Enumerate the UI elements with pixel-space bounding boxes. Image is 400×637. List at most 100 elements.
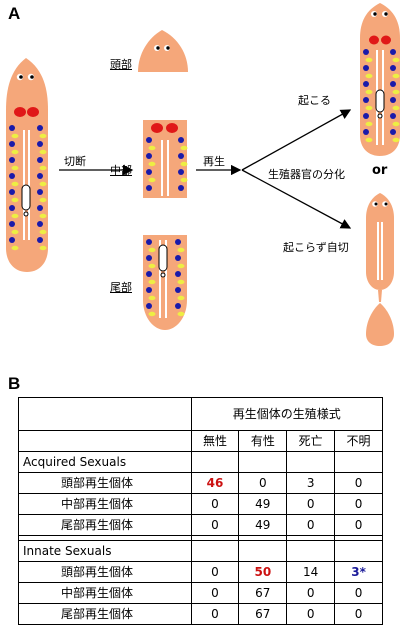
occurs-label: 起こる [298,94,331,107]
occurs-arrow [241,109,352,171]
yolk-gland-dot [39,245,47,251]
testis-dot [146,271,152,277]
yolk-gland-dot [177,311,185,317]
cell-value: 0 [286,514,336,536]
table-row: 頭部再生個体 46 0 3 0 [18,472,383,494]
yolk-gland-dot [392,73,400,79]
table-header: 再生個体の生殖様式 [190,397,384,431]
testis-dot [390,113,396,119]
or-label: or [372,163,388,178]
row-label: 頭部再生個体 [18,472,192,494]
ovary-right [27,107,39,117]
testis-dot [37,221,43,227]
testis-dot [390,49,396,55]
not-occur-arrow [241,169,352,229]
cell-value: 0 [190,493,240,515]
row-label: 中部再生個体 [18,582,192,604]
yolk-gland-dot [392,57,400,63]
table-row: 尾部再生個体 0 67 0 0 [18,603,383,625]
testis-dot [363,97,369,103]
testis-dot [37,125,43,131]
column-header: 無性 [190,430,240,452]
yolk-gland-dot [148,263,156,269]
cell-value: 46 [190,472,240,494]
middle-piece [143,120,188,198]
yolk-gland-dot [365,89,373,95]
testis-dot [146,137,152,143]
testis-dot [9,221,15,227]
yolk-gland-dot [39,213,47,219]
testis-dot [9,125,15,131]
testis-dot [363,49,369,55]
cell-value: 0 [238,472,288,494]
yolk-gland-dot [148,279,156,285]
cell-value: 0 [334,493,383,515]
testis-dot [146,287,152,293]
cell-value: 0 [286,493,336,515]
sexual-worm [360,3,400,156]
tail-piece [143,235,187,330]
panel-a-letter: A [8,4,21,23]
cell-value: 0 [190,603,240,625]
not-occur-label: 起こらず自切 [283,241,349,254]
tail-label: 尾部 [110,281,132,294]
yolk-gland-dot [148,177,156,183]
testis-dot [390,81,396,87]
testis-dot [9,189,15,195]
testis-dot [37,189,43,195]
yolk-gland-dot [177,295,185,301]
testis-dot [175,255,181,261]
cell-value: 0 [286,603,336,625]
yolk-gland-dot [392,105,400,111]
testis-dot [175,287,181,293]
testis-dot [363,129,369,135]
table-row: 中部再生個体 0 49 0 0 [18,493,383,515]
yolk-gland-dot [11,245,19,251]
yolk-gland-dot [180,177,188,183]
testis-dot [146,303,152,309]
yolk-gland-dot [39,197,47,203]
testis-dot [37,205,43,211]
table-row: 尾部再生個体 0 49 0 0 [18,514,383,536]
testis-dot [175,271,181,277]
corner-cell [18,397,192,431]
cell-value: 0 [334,582,383,604]
yolk-gland-dot [39,165,47,171]
yolk-gland-dot [39,133,47,139]
testis-dot [178,169,184,175]
yolk-gland-dot [177,279,185,285]
cell-value: 67 [238,603,288,625]
cell-value: 67 [238,582,288,604]
head-label: 頭部 [110,58,132,71]
asexual-worm [366,193,394,346]
cut-label: 切断 [64,155,86,168]
testis-dot [363,113,369,119]
head-piece [138,30,188,72]
middle-label: 中部 [110,164,132,177]
row-label: 尾部再生個体 [18,603,192,625]
yolk-gland-dot [180,161,188,167]
regen-label: 再生 [203,155,225,168]
testis-dot [37,157,43,163]
yolk-gland-dot [365,105,373,111]
yolk-gland-dot [177,247,185,253]
testis-dot [9,173,15,179]
cell-value: 49 [238,514,288,536]
testis-dot [37,173,43,179]
yolk-gland-dot [392,137,400,143]
cell-value: 0 [334,603,383,625]
column-header: 死亡 [286,430,336,452]
yolk-gland-dot [11,165,19,171]
testis-dot [9,157,15,163]
cell-value: 0 [190,561,240,583]
testis-dot [178,137,184,143]
testis-dot [390,65,396,71]
cell-value: 3* [334,561,383,583]
corner-cell [18,430,192,452]
yolk-gland-dot [148,247,156,253]
testis-dot [146,185,152,191]
reproduction-mode-table: 再生個体の生殖様式 無性 有性 死亡 不明 Acquired Sexuals 頭… [18,397,384,625]
testis-dot [146,255,152,261]
yolk-gland-dot [11,181,19,187]
testis-dot [146,169,152,175]
